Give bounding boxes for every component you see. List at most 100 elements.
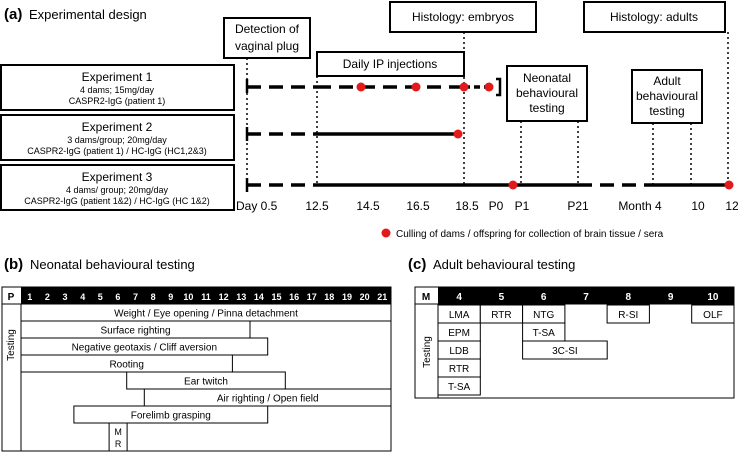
panel-a-title: Experimental design	[29, 7, 147, 22]
b-day-4: 4	[80, 292, 85, 302]
b-test-label: Weight / Eye opening / Pinna detachment	[114, 309, 298, 320]
b-day-18: 18	[324, 292, 334, 302]
neonatal-line-3: testing	[529, 101, 564, 115]
cull-dot-e3-month-12	[724, 180, 734, 190]
panel-a: (a) Experimental design Detection of vag…	[0, 1, 738, 240]
axis-label-12: 12	[725, 199, 738, 213]
b-testing-label: Testing	[6, 329, 17, 361]
cull-dot-e1-p0	[484, 82, 494, 92]
b-day-1: 1	[27, 292, 32, 302]
c-month4-cell	[437, 376, 481, 396]
b-test-label: Negative geotaxis / Cliff aversion	[72, 343, 217, 354]
b-day-14: 14	[254, 292, 264, 302]
experiment-3-title: Experiment 3	[82, 170, 153, 184]
c-month-8: 8	[626, 292, 632, 303]
legend-text: Culling of dams / offspring for collecti…	[396, 229, 664, 240]
c-test-label: T-SA	[533, 328, 556, 339]
experiment-2-box	[0, 114, 235, 161]
detection-line-2: vaginal plug	[235, 39, 299, 53]
cull-dot-e2-18-5	[453, 129, 463, 139]
b-day-21: 21	[377, 292, 387, 302]
b-header-p: P	[8, 292, 15, 303]
experiment-1-line-2: CASPR2-IgG (patient 1)	[69, 96, 166, 106]
axis-label-14-5: 14.5	[356, 199, 380, 213]
c-test-label: OLF	[703, 310, 722, 321]
axis-label-16-5: 16.5	[406, 199, 430, 213]
b-day-17: 17	[307, 292, 317, 302]
c-month-7: 7	[583, 292, 589, 303]
timeline-experiment-2	[245, 127, 463, 141]
detection-box	[223, 17, 311, 59]
c-other-tests: RTR NTG R-SI OLF T-SA 3C-SI	[479, 304, 735, 360]
b-day-13: 13	[236, 292, 246, 302]
c-month-9: 9	[668, 292, 674, 303]
b-test-label: Air righting / Open field	[217, 394, 319, 405]
c-month-6: 6	[541, 292, 547, 303]
c-month-4: 4	[456, 292, 462, 303]
experiment-2: Experiment 2 3 dams/group; 20mg/day CASP…	[0, 114, 235, 161]
experiment-3-line-1: 4 dams/ group; 20mg/day	[66, 185, 169, 195]
adult-line-3: testing	[649, 104, 684, 118]
c-test-label: R-SI	[618, 310, 638, 321]
axis-label-18-5: 18.5	[455, 199, 479, 213]
c-test-label: 3C-SI	[552, 346, 578, 357]
axis-label-p21: P21	[567, 199, 589, 213]
c-test-label: NTG	[533, 310, 554, 321]
panel-c-title: Adult behavioural testing	[433, 257, 575, 272]
legend-cull-dot	[381, 228, 391, 238]
c-month4-test-label: LMA	[449, 310, 470, 321]
b-test-bars: Weight / Eye opening / Pinna detachmentS…	[20, 303, 392, 424]
b-day-7: 7	[133, 292, 138, 302]
detection-line-1: Detection of	[235, 22, 300, 36]
neonatal-line-2: behavioural	[516, 86, 578, 100]
cull-dot-e3-p1	[508, 180, 518, 190]
panel-b-label: (b)	[4, 256, 23, 273]
c-test-label: RTR	[491, 310, 511, 321]
cull-dot-e1-16-5	[411, 82, 421, 92]
b-day-8: 8	[151, 292, 156, 302]
c-month4-test-label: LDB	[449, 346, 469, 357]
panel-a-label: (a)	[4, 6, 22, 23]
b-test-label: Surface righting	[100, 326, 170, 337]
cull-dot-e1-18-5	[459, 82, 469, 92]
b-test-label: Forelimb grasping	[131, 411, 211, 422]
c-month4-test-label: EPM	[448, 328, 470, 339]
c-month-5: 5	[499, 292, 505, 303]
experiment-1: Experiment 1 4 dams; 15mg/day CASPR2-IgG…	[0, 64, 235, 111]
experiment-2-line-1: 3 dams/group; 20mg/day	[67, 135, 167, 145]
panel-b-title: Neonatal behavioural testing	[30, 257, 195, 272]
timeline-axis-labels: Day 0.5 12.5 14.5 16.5 18.5 P0 P1 P21 Mo…	[236, 199, 738, 213]
experiment-2-line-2: CASPR2-IgG (patient 1) / HC-IgG (HC1,2&3…	[27, 146, 207, 156]
axis-label-month-4: Month 4	[618, 199, 662, 213]
c-month4-test-label: RTR	[449, 364, 469, 375]
experiment-2-title: Experiment 2	[82, 120, 153, 134]
experiment-1-line-1: 4 dams; 15mg/day	[80, 85, 155, 95]
daily-ip-label: Daily IP injections	[343, 57, 438, 71]
experiment-1-box	[0, 64, 235, 111]
b-day-16: 16	[289, 292, 299, 302]
b-day-20: 20	[360, 292, 370, 302]
adult-line-2: behavioural	[636, 89, 698, 103]
histology-adults-box	[583, 1, 726, 33]
b-mr-line-2: R	[115, 439, 122, 449]
b-mr-box	[108, 422, 128, 452]
b-test-label: Rooting	[109, 360, 143, 371]
timeline-experiment-1	[245, 77, 502, 97]
experiment-1-title: Experiment 1	[82, 70, 153, 84]
timeline-experiment-3	[245, 178, 734, 192]
b-day-12: 12	[219, 292, 229, 302]
axis-label-day-0-5: Day 0.5	[236, 199, 278, 213]
histology-embryos-box	[389, 1, 537, 33]
b-day-6: 6	[115, 292, 120, 302]
timeline-1-end-bracket	[496, 77, 502, 97]
panel-c-label: (c)	[408, 256, 426, 273]
experiment-3-line-2: CASPR2-IgG (patient 1&2) / HC-IgG (HC 1&…	[24, 196, 210, 206]
c-testing-label: Testing	[422, 336, 433, 368]
b-day-3: 3	[62, 292, 67, 302]
experiment-3-box	[0, 164, 235, 211]
c-test-cell	[606, 304, 650, 324]
